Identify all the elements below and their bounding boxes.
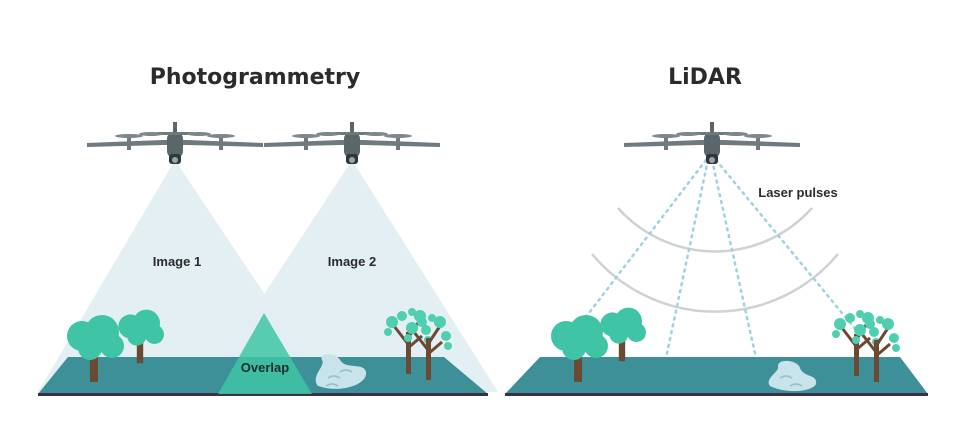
tree-icon	[598, 306, 648, 363]
photogrammetry-panel: Photogrammetry Overlap Image 1 Image 2	[38, 65, 498, 396]
lidar-panel: LiDAR Laser pulses	[505, 65, 928, 396]
ground-edge	[505, 393, 928, 396]
drone-icon	[264, 122, 440, 164]
photogrammetry-title: Photogrammetry	[150, 65, 360, 90]
laser-pulses-label: Laser pulses	[758, 185, 838, 200]
ground-lidar	[505, 357, 928, 394]
overlap-label: Overlap	[241, 360, 289, 375]
drone-icon	[87, 122, 263, 164]
image-2-label: Image 2	[328, 254, 376, 269]
pulse-arc-outer	[591, 253, 839, 313]
lidar-title: LiDAR	[668, 65, 742, 90]
pond-icon	[315, 354, 367, 389]
pulse-arc-inner	[617, 207, 813, 253]
ground-edge	[38, 393, 488, 396]
image-1-label: Image 1	[153, 254, 201, 269]
pond-icon	[768, 360, 817, 392]
laser-beams	[574, 158, 858, 360]
drone-icon	[624, 122, 800, 164]
overlap-region	[218, 313, 312, 394]
